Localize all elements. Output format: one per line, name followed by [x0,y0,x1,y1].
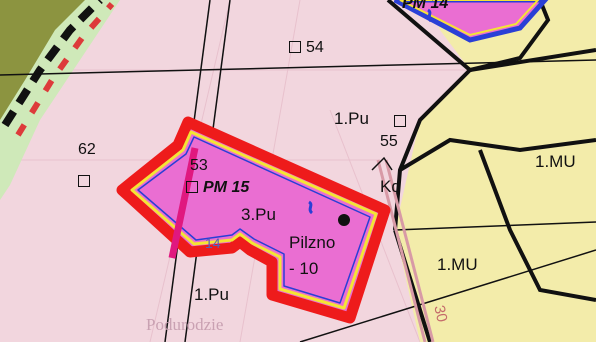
spring-icon [308,200,314,215]
pilzno-label-line2: - 10 [289,259,319,278]
pm15-square-icon [186,181,198,193]
road [376,159,435,342]
pm14-area[interactable] [393,0,549,43]
road-number-label: 30 [430,303,451,324]
spring-icon-pm14 [427,8,433,23]
zone-1mu-right-label: 1.MU [535,152,576,171]
pm14-inner-outline [399,0,540,37]
zone-boundaries [386,0,596,342]
pm15-magenta-line [168,147,199,259]
well-54-number: 54 [306,39,324,56]
pm15-label: PM 15 [186,180,249,196]
residential-zone [395,0,596,342]
well-62-square-icon [78,174,95,190]
well-point-icon[interactable] [338,214,350,226]
pilzno-label-line1: Pilzno [289,233,336,252]
zone-kd-label: Kd [380,177,401,196]
pm15-blue-outline [137,136,371,304]
well-54-label: 54 [289,40,324,56]
well-55-label: 55 [380,133,398,150]
well-54-square-icon [289,41,301,53]
kd-marker-icon [371,156,393,171]
zone-1pu-bottom-label: 1.Pu [194,285,229,304]
well-55-square-icon [394,114,411,130]
well-62-label: 62 [78,141,96,158]
well-53-label: 53 [190,157,208,174]
railway-track [1,0,103,128]
pm15-name: PM 15 [203,179,250,196]
pm15-yellow-outline [130,130,378,310]
zone-1pu-top-label: 1.Pu [334,109,369,128]
railway-stripe [15,2,115,137]
railway-band [0,0,85,120]
zone-3pu-label: 3.Pu [241,205,276,224]
zone-1mu-bottom-label: 1.MU [437,255,478,274]
blue-number-label: 14 [205,235,221,251]
pm14-label: PM 14 [402,0,449,12]
village-name-label: Podurodzie [146,315,224,334]
